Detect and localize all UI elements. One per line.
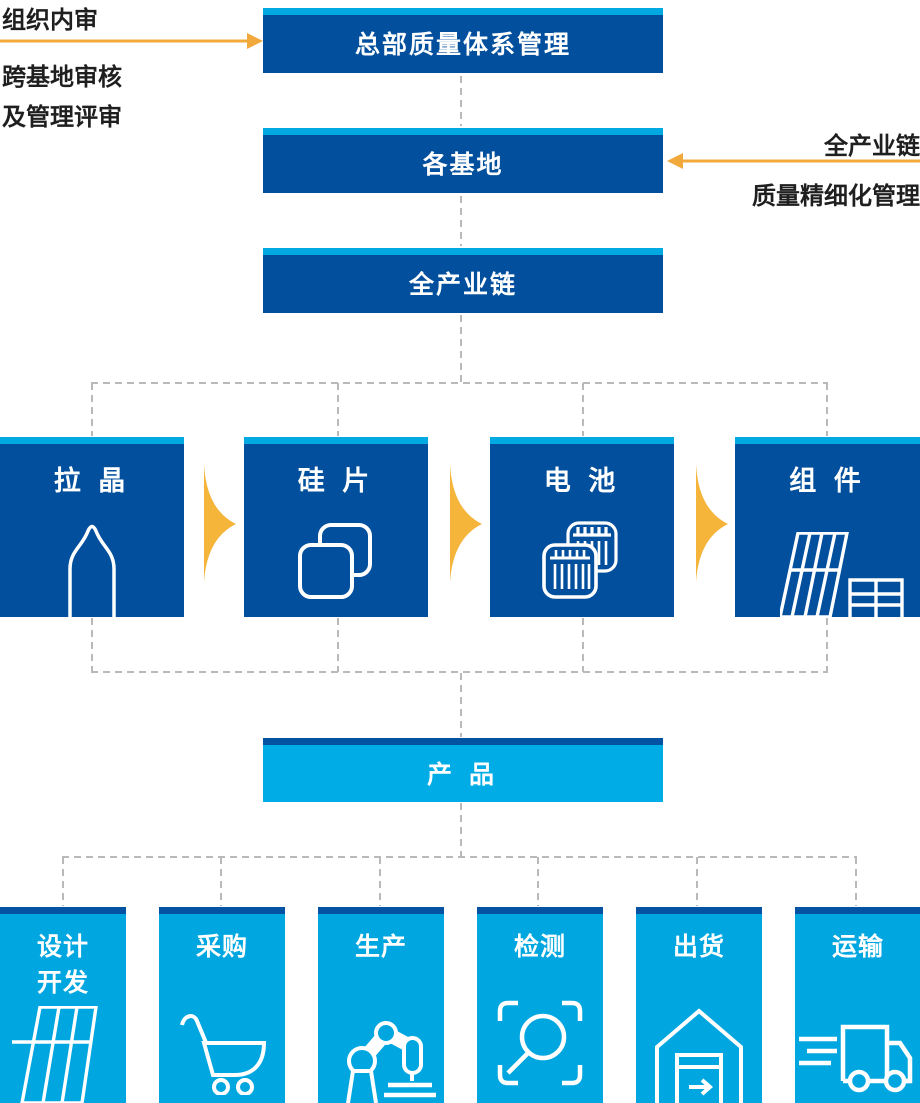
chain-label: 拉 晶: [53, 466, 131, 496]
accent-bar: [263, 248, 663, 255]
accent-bar: [0, 437, 184, 444]
annotation-internal-audit: 组织内审: [2, 7, 98, 34]
node-bases: 各基地: [263, 128, 663, 193]
annotation-full-chain: 全产业链: [824, 133, 920, 160]
connector-dash: [460, 315, 462, 383]
process-label: 设计 开发: [36, 933, 89, 997]
solar-cell-icon: [542, 521, 618, 599]
node-label: 全产业链: [408, 271, 517, 299]
accent-bar: [244, 437, 428, 444]
node-headquarters-quality-system: 总部质量体系管理: [263, 8, 663, 73]
accent-bar: [263, 8, 663, 15]
connector-dash: [91, 671, 828, 673]
connector-dash: [91, 618, 93, 672]
accent-bar: [263, 128, 663, 135]
connector-dash: [537, 857, 539, 906]
magnifier-scan-icon: [497, 1000, 583, 1086]
annotation-management-review: 及管理评审: [2, 104, 122, 131]
solar-module-icon: [780, 532, 904, 617]
accent-bar: [795, 907, 920, 914]
node-label: 总部质量体系管理: [354, 31, 571, 59]
connector-dash: [62, 856, 857, 858]
connector-dash: [826, 383, 828, 436]
connector-dash: [460, 196, 462, 246]
process-box-production: 生产: [318, 907, 444, 1103]
connector-dash: [460, 673, 462, 737]
accent-bar: [0, 907, 126, 914]
chain-label: 组 件: [789, 466, 866, 496]
accent-bar: [636, 907, 762, 914]
connector-dash: [582, 618, 584, 672]
process-label: 生产: [354, 933, 407, 961]
shopping-cart-icon: [180, 1014, 267, 1095]
chain-box-crystal-pulling: 拉 晶: [0, 437, 184, 617]
connector-dash: [337, 618, 339, 672]
chain-label: 电 池: [543, 466, 621, 496]
node-label: 各基地: [422, 151, 504, 179]
truck-icon: [799, 1024, 913, 1093]
chain-box-solar-module: 组 件: [735, 437, 920, 617]
chevron-arrow-icon: [204, 464, 236, 584]
connector-dash: [379, 857, 381, 906]
warehouse-arrow-icon: [655, 1008, 743, 1103]
chevron-arrow-icon: [450, 464, 482, 584]
process-label: 出货: [672, 933, 725, 961]
accent-bar: [490, 437, 674, 444]
accent-bar: [159, 907, 285, 914]
connector-dash: [91, 382, 828, 384]
connector-dash: [62, 857, 64, 906]
accent-bar: [477, 907, 603, 914]
chain-label: 硅 片: [297, 466, 375, 496]
right-arrow-icon: [0, 33, 263, 49]
chevron-arrow-icon: [696, 464, 728, 584]
robot-arm-icon: [346, 1021, 436, 1103]
node-product: 产 品: [263, 738, 663, 802]
connector-dash: [582, 383, 584, 436]
connector-dash: [91, 383, 93, 436]
process-box-shipment: 出货: [636, 907, 762, 1103]
left-arrow-icon: [667, 153, 920, 169]
connector-dash: [337, 383, 339, 436]
annotation-cross-base-audit: 跨基地审核: [2, 64, 122, 91]
connector-dash: [855, 857, 857, 906]
annotation-fine-quality-mgmt: 质量精细化管理: [752, 183, 920, 210]
accent-bar: [735, 437, 920, 444]
process-box-procurement: 采购: [159, 907, 285, 1103]
connector-dash: [696, 857, 698, 906]
process-box-design: 设计 开发: [0, 907, 126, 1103]
process-label: 采购: [195, 933, 248, 961]
crystal-ingot-icon: [68, 524, 116, 617]
process-box-transport: 运输: [795, 907, 920, 1103]
connector-dash: [220, 857, 222, 906]
process-label: 检测: [513, 933, 566, 961]
node-label: 产 品: [427, 760, 499, 789]
process-label: 运输: [831, 933, 884, 961]
accent-bar: [318, 907, 444, 914]
silicon-wafer-icon: [298, 523, 372, 599]
node-full-industry-chain: 全产业链: [263, 248, 663, 313]
connector-dash: [826, 618, 828, 672]
accent-bar: [263, 738, 663, 745]
process-box-inspection: 检测: [477, 907, 603, 1103]
solar-panel-design-icon: [12, 1006, 98, 1103]
chain-box-silicon-wafer: 硅 片: [244, 437, 428, 617]
chain-box-solar-cell: 电 池: [490, 437, 674, 617]
connector-dash: [460, 803, 462, 856]
connector-dash: [460, 76, 462, 126]
